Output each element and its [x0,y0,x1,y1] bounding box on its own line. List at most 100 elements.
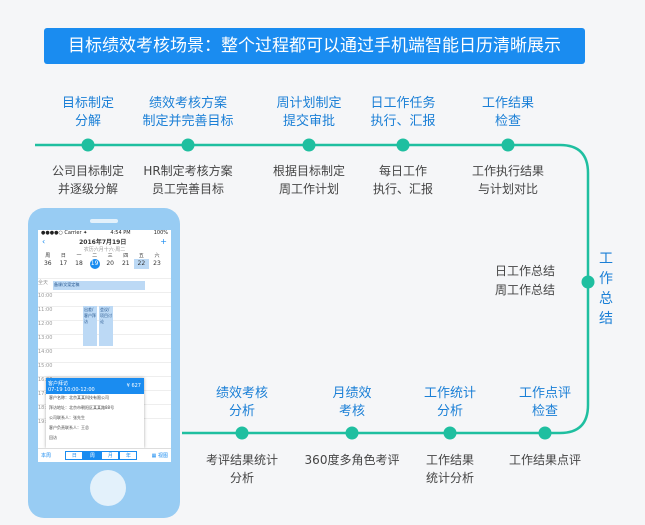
flow-path [35,143,590,435]
step-title: 工作结果 [481,96,534,111]
bottom-step-title: 工作点评 [518,386,571,401]
phone-speaker [90,219,118,223]
today-button[interactable]: 本周 [41,453,52,459]
popup-line: 客户负责联系人：王总 [49,425,89,430]
side-title-char: 结 [599,311,613,327]
step-title-2: 制定并完善目标 [142,114,234,129]
time-label: 12:00 [38,321,53,327]
time-label: 18:00 [38,405,52,418]
phone-mockup: ●●●●○ Carrier ✦ 4:54 PM 100% ‹ 2016年7月19… [28,208,180,518]
time-grid: 全天10:0011:0012:0013:0014:0015:0016:0017:… [38,278,171,448]
bottom-step-title-2: 分析 [436,404,463,419]
status-time: 4:54 PM [110,230,131,236]
step-title-2: 执行、汇报 [370,114,436,129]
week-label: 周 [45,253,51,259]
step-desc-2: 并逐级分解 [57,182,118,196]
flow-node [81,138,95,152]
time-label: 10:00 [38,293,53,299]
event-a[interactable]: 出差/客户拜访 [83,306,97,346]
bottom-step-title: 绩效考核 [215,386,268,401]
weekday-label: 六 [154,253,160,259]
calendar-bottom-bar: 本周 日周月年 ▦ 视图 [38,448,171,462]
time-label: 19:00 [38,419,52,432]
view-tab[interactable]: 周 [83,451,102,460]
back-arrow-icon[interactable]: ‹ [42,237,46,246]
bottom-step-title-2: 分析 [228,404,255,419]
time-label: 14:00 [38,349,53,355]
popup-amount: ¥ 627 [126,383,141,389]
bottom-step-desc: 工作结果 [425,453,474,467]
popup-header: 客户拜访 07-19 10:00-12:00 ¥ 627 [46,378,144,394]
bottom-step-desc: 360度多角色考评 [304,453,400,467]
side-title-char: 总 [599,291,613,307]
event-b[interactable]: 会议/项目讨论 [99,306,113,346]
bottom-step-desc: 考评结果统计 [205,453,278,467]
date-cell[interactable]: 19 [89,259,100,269]
add-icon[interactable]: + [160,237,167,246]
time-row: 全天 [38,278,171,292]
popup-line: 拜访地址：北京市朝阳区某某路88号 [49,405,115,410]
date-cell[interactable]: 23 [153,260,161,267]
side-title-char: 工 [599,251,613,267]
view-tabs: 日周月年 [65,451,138,460]
time-label: 全天 [38,280,49,286]
time-label: 17:00 [38,391,52,404]
popup-line: 回访 [49,435,57,440]
bottom-step-title: 工作统计 [423,386,476,401]
view-tab[interactable]: 日 [65,451,84,460]
date-cell[interactable]: 21 [121,260,130,267]
step-title-2: 检查 [494,114,521,129]
bottom-step-title-2: 考核 [338,404,365,419]
weekday-label: 一 [76,253,82,259]
date-cell[interactable]: 20 [106,260,114,267]
view-button[interactable]: ▦ 视图 [151,453,168,459]
step-desc-2: 周工作计划 [278,182,339,196]
weekday-label: 三 [107,253,113,259]
bottom-step-desc: 工作结果点评 [508,453,581,467]
time-label: 16:00 [38,377,52,390]
calendar-title: 2016年7月19日 [79,239,127,246]
weekday-label: 四 [123,253,129,259]
popup-line: 客户名称：北京某某科技有限公司 [49,395,109,400]
status-bar: ●●●●○ Carrier ✦ 4:54 PM 100% [38,230,171,237]
popup-time: 07-19 10:00-12:00 [48,387,95,393]
weekday-label: 日 [60,253,66,259]
calendar-subtitle: 农历六月十六·周二 [83,247,126,253]
event-allday[interactable]: 备课/文案定稿 [53,281,145,290]
phone-screen: ●●●●○ Carrier ✦ 4:54 PM 100% ‹ 2016年7月19… [38,230,171,462]
flow-node [396,138,410,152]
step-title: 周计划制定 [276,96,342,111]
view-tab[interactable]: 年 [119,451,138,460]
step-desc: 公司目标制定 [51,164,124,178]
week-number: 36 [43,260,52,267]
view-tab[interactable]: 月 [101,451,120,460]
popup-lines: 客户名称：北京某某科技有限公司拜访地址：北京市朝阳区某某路88号公司联系人：张先… [46,394,144,444]
step-desc-2: 执行、汇报 [372,182,433,196]
calendar-header: ‹ 2016年7月19日 + [38,237,171,246]
popup-title: 客户拜访 [48,381,69,387]
popup-line: 公司联系人：张先生 [49,415,85,420]
step-desc: 根据目标制定 [272,164,345,178]
date-cell[interactable]: 17 [59,260,68,267]
time-row: 10:00 [38,292,171,306]
step-desc: HR制定考核方案 [143,164,233,178]
weekday-label: 五 [138,253,144,259]
flow-node [501,138,515,152]
time-row: 16:00 [38,376,171,390]
bottom-step-desc-2: 分析 [229,471,254,485]
banner-title: 目标绩效考核场景：整个过程都可以通过手机端智能日历清晰展示 [44,28,585,64]
step-title: 日工作任务 [370,96,436,111]
date-cell[interactable]: 22 [133,259,150,269]
step-desc-2: 员工完善目标 [151,182,224,196]
weekday-label: 二 [92,253,98,259]
flow-node [581,275,595,289]
side-title-char: 作 [599,271,613,287]
home-button[interactable] [90,470,126,506]
date-cell[interactable]: 18 [75,260,83,267]
flow-node [235,426,249,440]
time-label: 13:00 [38,335,53,341]
event-popup[interactable]: 客户拜访 07-19 10:00-12:00 ¥ 627 客户名称：北京某某科技… [46,378,144,448]
step-desc: 工作执行结果 [471,164,544,178]
status-battery: 100% [153,230,168,236]
time-label: 15:00 [38,363,53,369]
